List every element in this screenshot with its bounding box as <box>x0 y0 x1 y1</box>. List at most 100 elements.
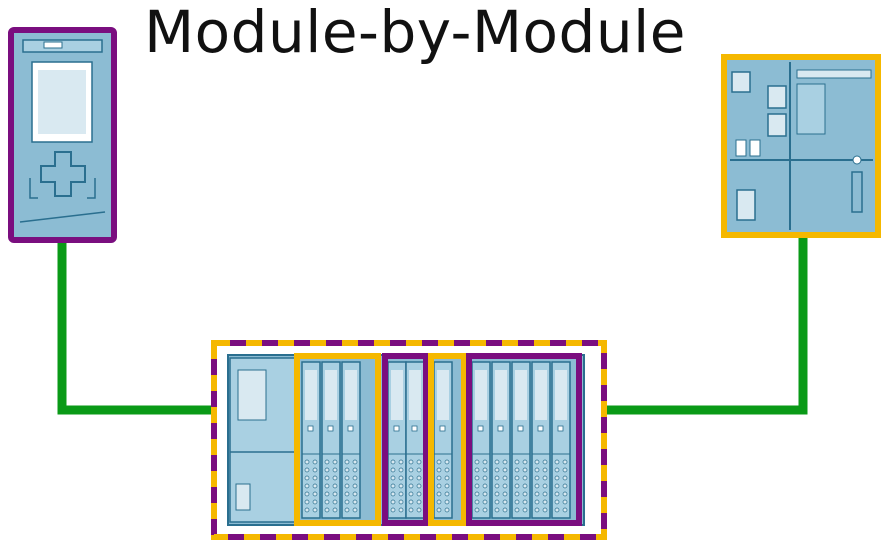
io-module-terminal <box>312 499 318 505</box>
io-module-terminal <box>332 467 338 473</box>
io-module-terminal <box>416 459 422 465</box>
io-module-terminal <box>416 491 422 497</box>
io-module-led <box>477 425 484 432</box>
io-module-terminal <box>408 475 414 481</box>
io-module-terminal <box>554 499 560 505</box>
partner-led <box>749 139 761 157</box>
io-module-led <box>517 425 524 432</box>
io-module-terminal <box>562 459 568 465</box>
io-module-terminal <box>542 459 548 465</box>
io-module-terminal <box>304 507 310 513</box>
io-module-terminal <box>324 491 330 497</box>
io-module-terminal <box>312 491 318 497</box>
io-module-terminal <box>436 499 442 505</box>
io-module-label-window <box>555 370 567 420</box>
io-module-terminal <box>324 499 330 505</box>
interface-terminal <box>235 483 251 511</box>
module-group-partner <box>294 353 381 526</box>
io-module-label-window <box>409 370 421 420</box>
io-module-terminal <box>474 475 480 481</box>
module-group-partner <box>428 353 467 526</box>
io-module-terminal <box>522 491 528 497</box>
io-module-terminal <box>324 483 330 489</box>
io-module-terminal <box>390 483 396 489</box>
io-module-terminal <box>522 499 528 505</box>
io-module-terminal <box>534 499 540 505</box>
io-module-terminal <box>494 499 500 505</box>
io-module-terminal <box>390 491 396 497</box>
io-module-terminal <box>408 483 414 489</box>
io-module-terminal <box>482 459 488 465</box>
io-module-terminal <box>436 459 442 465</box>
partner-device[interactable] <box>721 54 881 238</box>
io-module-terminal <box>554 467 560 473</box>
io-module-label-window <box>535 370 547 420</box>
io-module-label-window <box>437 370 449 420</box>
io-module-terminal <box>474 507 480 513</box>
io-module-terminal <box>390 507 396 513</box>
link-cpu-to-io-station <box>57 240 228 415</box>
io-module-terminal <box>332 459 338 465</box>
io-module-terminal <box>494 491 500 497</box>
io-module-terminal <box>514 467 520 473</box>
io-station[interactable] <box>211 340 607 540</box>
io-module-terminal <box>324 459 330 465</box>
io-module-label-window <box>345 370 357 420</box>
io-module-terminal <box>522 507 528 513</box>
io-module-terminal <box>542 507 548 513</box>
partner-rj45-port <box>767 113 787 137</box>
partner-led <box>735 139 747 157</box>
io-module-label-window <box>305 370 317 420</box>
partner-status-panel <box>796 83 826 135</box>
cpu-device[interactable] <box>8 27 117 243</box>
io-module-terminal <box>502 499 508 505</box>
io-module-terminal <box>344 491 350 497</box>
io-module-terminal <box>534 475 540 481</box>
io-module-terminal <box>502 483 508 489</box>
io-module-terminal <box>408 507 414 513</box>
io-module-terminal <box>494 475 500 481</box>
io-module-label-window <box>475 370 487 420</box>
io-module-terminal <box>352 483 358 489</box>
io-module-terminal <box>344 467 350 473</box>
io-module-terminal <box>390 467 396 473</box>
io-module-led <box>411 425 418 432</box>
io-module-terminal <box>398 467 404 473</box>
io-module-terminal <box>304 491 310 497</box>
io-module-led <box>307 425 314 432</box>
io-module-terminal <box>482 491 488 497</box>
io-module-terminal <box>398 483 404 489</box>
io-module-terminal <box>444 491 450 497</box>
io-module-terminal <box>398 459 404 465</box>
io-module-terminal <box>324 467 330 473</box>
io-module-terminal <box>436 475 442 481</box>
io-module-terminal <box>562 467 568 473</box>
io-module-terminal <box>502 491 508 497</box>
io-module-label-window <box>515 370 527 420</box>
io-module-terminal <box>312 467 318 473</box>
io-module-terminal <box>344 507 350 513</box>
cpu-navigation-pad <box>40 151 86 197</box>
io-module-terminal <box>534 491 540 497</box>
io-module-terminal <box>444 499 450 505</box>
partner-led-round <box>852 155 862 165</box>
io-module-terminal <box>416 499 422 505</box>
shared-frame-yellow <box>211 340 607 540</box>
io-module-terminal <box>408 467 414 473</box>
io-module-terminal <box>562 491 568 497</box>
io-module-terminal <box>474 483 480 489</box>
io-module-terminal <box>444 475 450 481</box>
io-module-terminal <box>344 459 350 465</box>
partner-key-switch <box>851 171 863 213</box>
io-module-terminal <box>332 475 338 481</box>
io-module-terminal <box>436 467 442 473</box>
link-io-station-to-partner <box>584 234 808 415</box>
io-module-terminal <box>344 483 350 489</box>
io-modules <box>301 361 571 519</box>
io-module-terminal <box>482 467 488 473</box>
io-module-terminal <box>482 475 488 481</box>
io-module-terminal <box>534 459 540 465</box>
io-module-terminal <box>514 459 520 465</box>
cpu-display <box>38 70 86 134</box>
io-module-terminal <box>408 459 414 465</box>
